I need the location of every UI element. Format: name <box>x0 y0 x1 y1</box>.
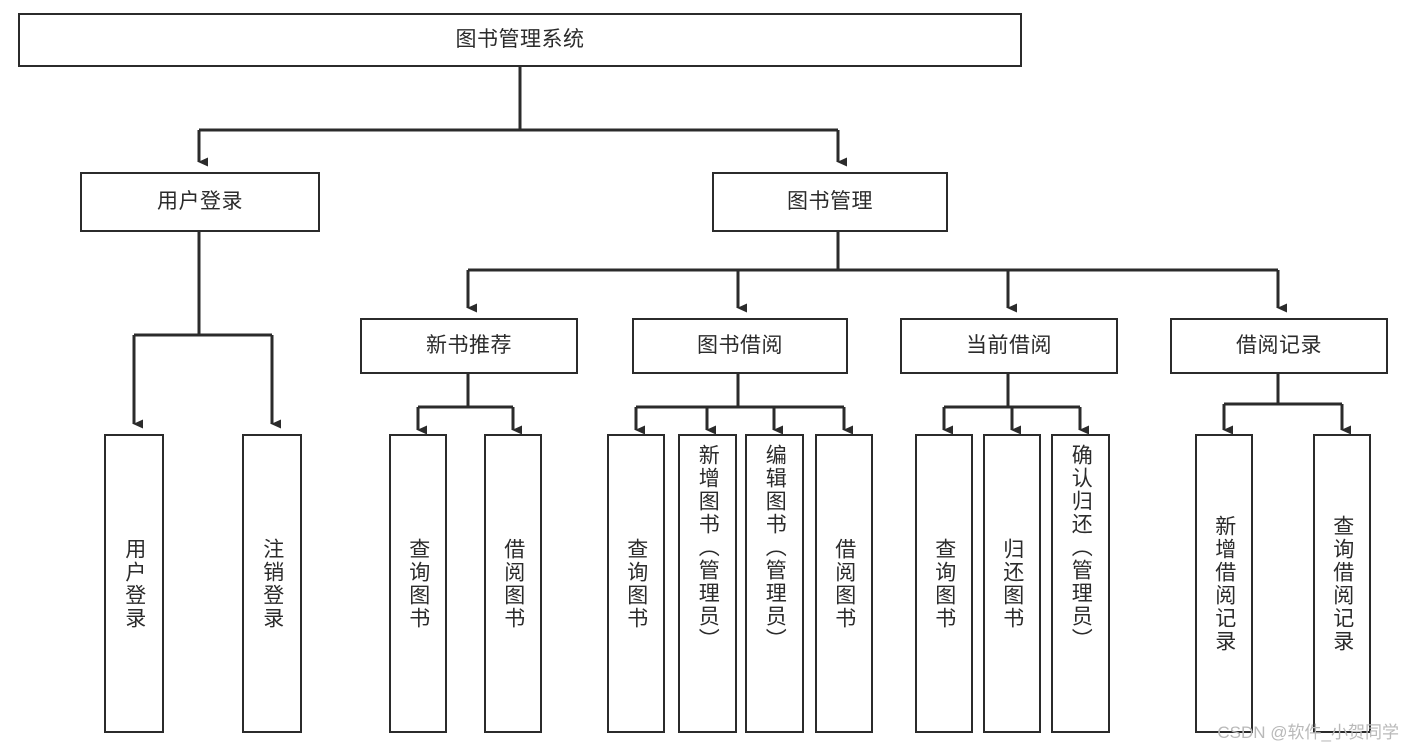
node-user-login[interactable]: 用户登录 <box>80 172 320 232</box>
leaf-logout-label: 注销登录 <box>260 537 284 630</box>
node-user-login-label: 用户登录 <box>157 190 243 214</box>
leaf-currentborrow-query-book[interactable]: 查询图书 <box>915 434 973 733</box>
node-root-library-system[interactable]: 图书管理系统 <box>18 13 1022 67</box>
leaf-newbook-borrow-book[interactable]: 借阅图书 <box>484 434 542 733</box>
leaf-bookborrow-query-book-label: 查询图书 <box>624 537 648 630</box>
leaf-bookborrow-add-book-label: 新增图书（管理员） <box>696 444 720 651</box>
node-new-book-recommend[interactable]: 新书推荐 <box>360 318 578 374</box>
leaf-user-login[interactable]: 用户登录 <box>104 434 164 733</box>
csdn-watermark: CSDN @软件_小贺同学 <box>1217 723 1399 742</box>
leaf-newbook-query-book-label: 查询图书 <box>406 537 430 630</box>
leaf-user-login-label: 用户登录 <box>122 537 146 630</box>
node-book-borrow-label: 图书借阅 <box>697 334 783 358</box>
leaf-borrowrecord-query-record-label: 查询借阅记录 <box>1330 514 1354 653</box>
leaf-bookborrow-query-book[interactable]: 查询图书 <box>607 434 665 733</box>
leaf-currentborrow-confirm-return-label: 确认归还（管理员） <box>1069 444 1093 651</box>
node-current-borrow-label: 当前借阅 <box>966 334 1052 358</box>
leaf-currentborrow-query-book-label: 查询图书 <box>932 537 956 630</box>
node-book-management-label: 图书管理 <box>787 190 873 214</box>
leaf-borrowrecord-add-record-label: 新增借阅记录 <box>1212 514 1236 653</box>
node-borrow-record-label: 借阅记录 <box>1236 334 1322 358</box>
node-root-label: 图书管理系统 <box>455 28 585 52</box>
leaf-bookborrow-add-book[interactable]: 新增图书（管理员） <box>678 434 737 733</box>
node-new-book-recommend-label: 新书推荐 <box>426 334 512 358</box>
node-book-borrow[interactable]: 图书借阅 <box>632 318 848 374</box>
leaf-bookborrow-borrow-book[interactable]: 借阅图书 <box>815 434 873 733</box>
node-current-borrow[interactable]: 当前借阅 <box>900 318 1118 374</box>
node-borrow-record[interactable]: 借阅记录 <box>1170 318 1388 374</box>
leaf-logout[interactable]: 注销登录 <box>242 434 302 733</box>
leaf-bookborrow-edit-book-label: 编辑图书（管理员） <box>763 444 787 651</box>
leaf-currentborrow-confirm-return[interactable]: 确认归还（管理员） <box>1051 434 1110 733</box>
leaf-currentborrow-return-book[interactable]: 归还图书 <box>983 434 1041 733</box>
leaf-newbook-borrow-book-label: 借阅图书 <box>501 537 525 630</box>
leaf-bookborrow-edit-book[interactable]: 编辑图书（管理员） <box>745 434 804 733</box>
leaf-currentborrow-return-book-label: 归还图书 <box>1000 537 1024 630</box>
leaf-borrowrecord-query-record[interactable]: 查询借阅记录 <box>1313 434 1371 733</box>
leaf-borrowrecord-add-record[interactable]: 新增借阅记录 <box>1195 434 1253 733</box>
node-book-management[interactable]: 图书管理 <box>712 172 948 232</box>
leaf-bookborrow-borrow-book-label: 借阅图书 <box>832 537 856 630</box>
leaf-newbook-query-book[interactable]: 查询图书 <box>389 434 447 733</box>
